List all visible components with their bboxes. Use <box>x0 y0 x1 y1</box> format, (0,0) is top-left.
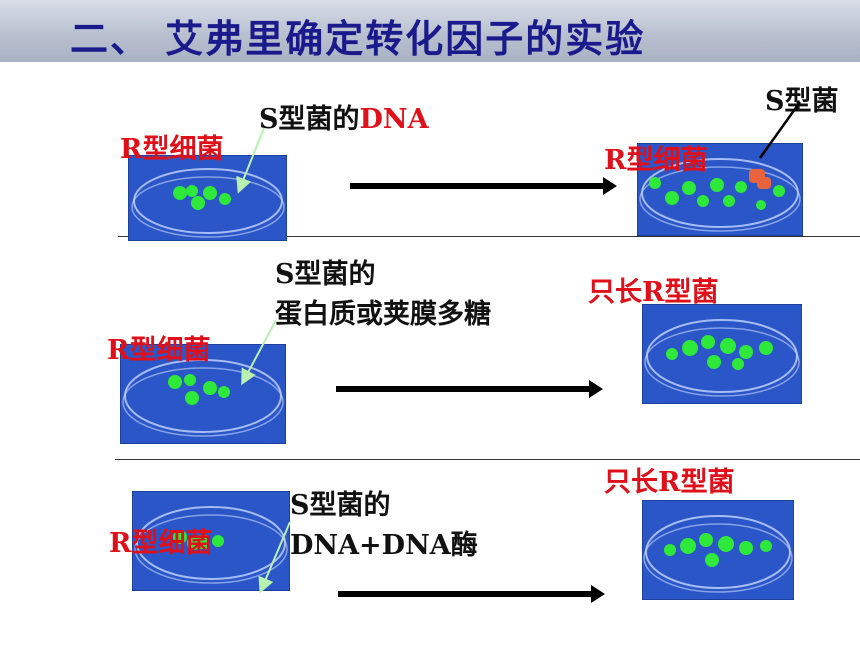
added-substance-line1-3: S型菌的 <box>290 490 391 521</box>
added-substance-line2-2: 蛋白质或荚膜多糖 <box>275 299 491 330</box>
arrow-row-3 <box>338 585 605 603</box>
added-prefix: S型菌的 <box>259 104 360 135</box>
added-substance-label-1: S型菌的DNA <box>259 106 429 133</box>
added-dna: DNA <box>359 104 429 135</box>
page-title: 二、 艾弗里确定转化因子的实验 <box>70 17 646 61</box>
only-r-label-3: 只长R型菌 <box>604 467 735 498</box>
r-bacteria-label-3: R型细菌 <box>109 528 213 559</box>
title-bar: 二、 艾弗里确定转化因子的实验 <box>0 0 860 62</box>
s-bacteria-label: S型菌 <box>765 86 839 117</box>
row-divider-1 <box>118 236 860 237</box>
added-substance-line2-3: DNA+DNA酶 <box>290 530 478 561</box>
added-substance-line1-2: S型菌的 <box>275 259 376 290</box>
petri-dish-result-2 <box>642 304 802 404</box>
arrow-row-1 <box>350 177 617 195</box>
r-bacteria-label-1: R型细菌 <box>120 134 224 165</box>
r-bacteria-label-2: R型细菌 <box>107 335 211 366</box>
only-r-label-2: 只长R型菌 <box>588 277 719 308</box>
petri-dish-result-3 <box>642 500 794 600</box>
row-divider-2 <box>115 459 860 460</box>
petri-dish-r-bacteria-1 <box>128 155 287 241</box>
arrow-row-2 <box>336 380 603 398</box>
r-bacteria-label-result-1: R型细菌 <box>604 145 708 176</box>
